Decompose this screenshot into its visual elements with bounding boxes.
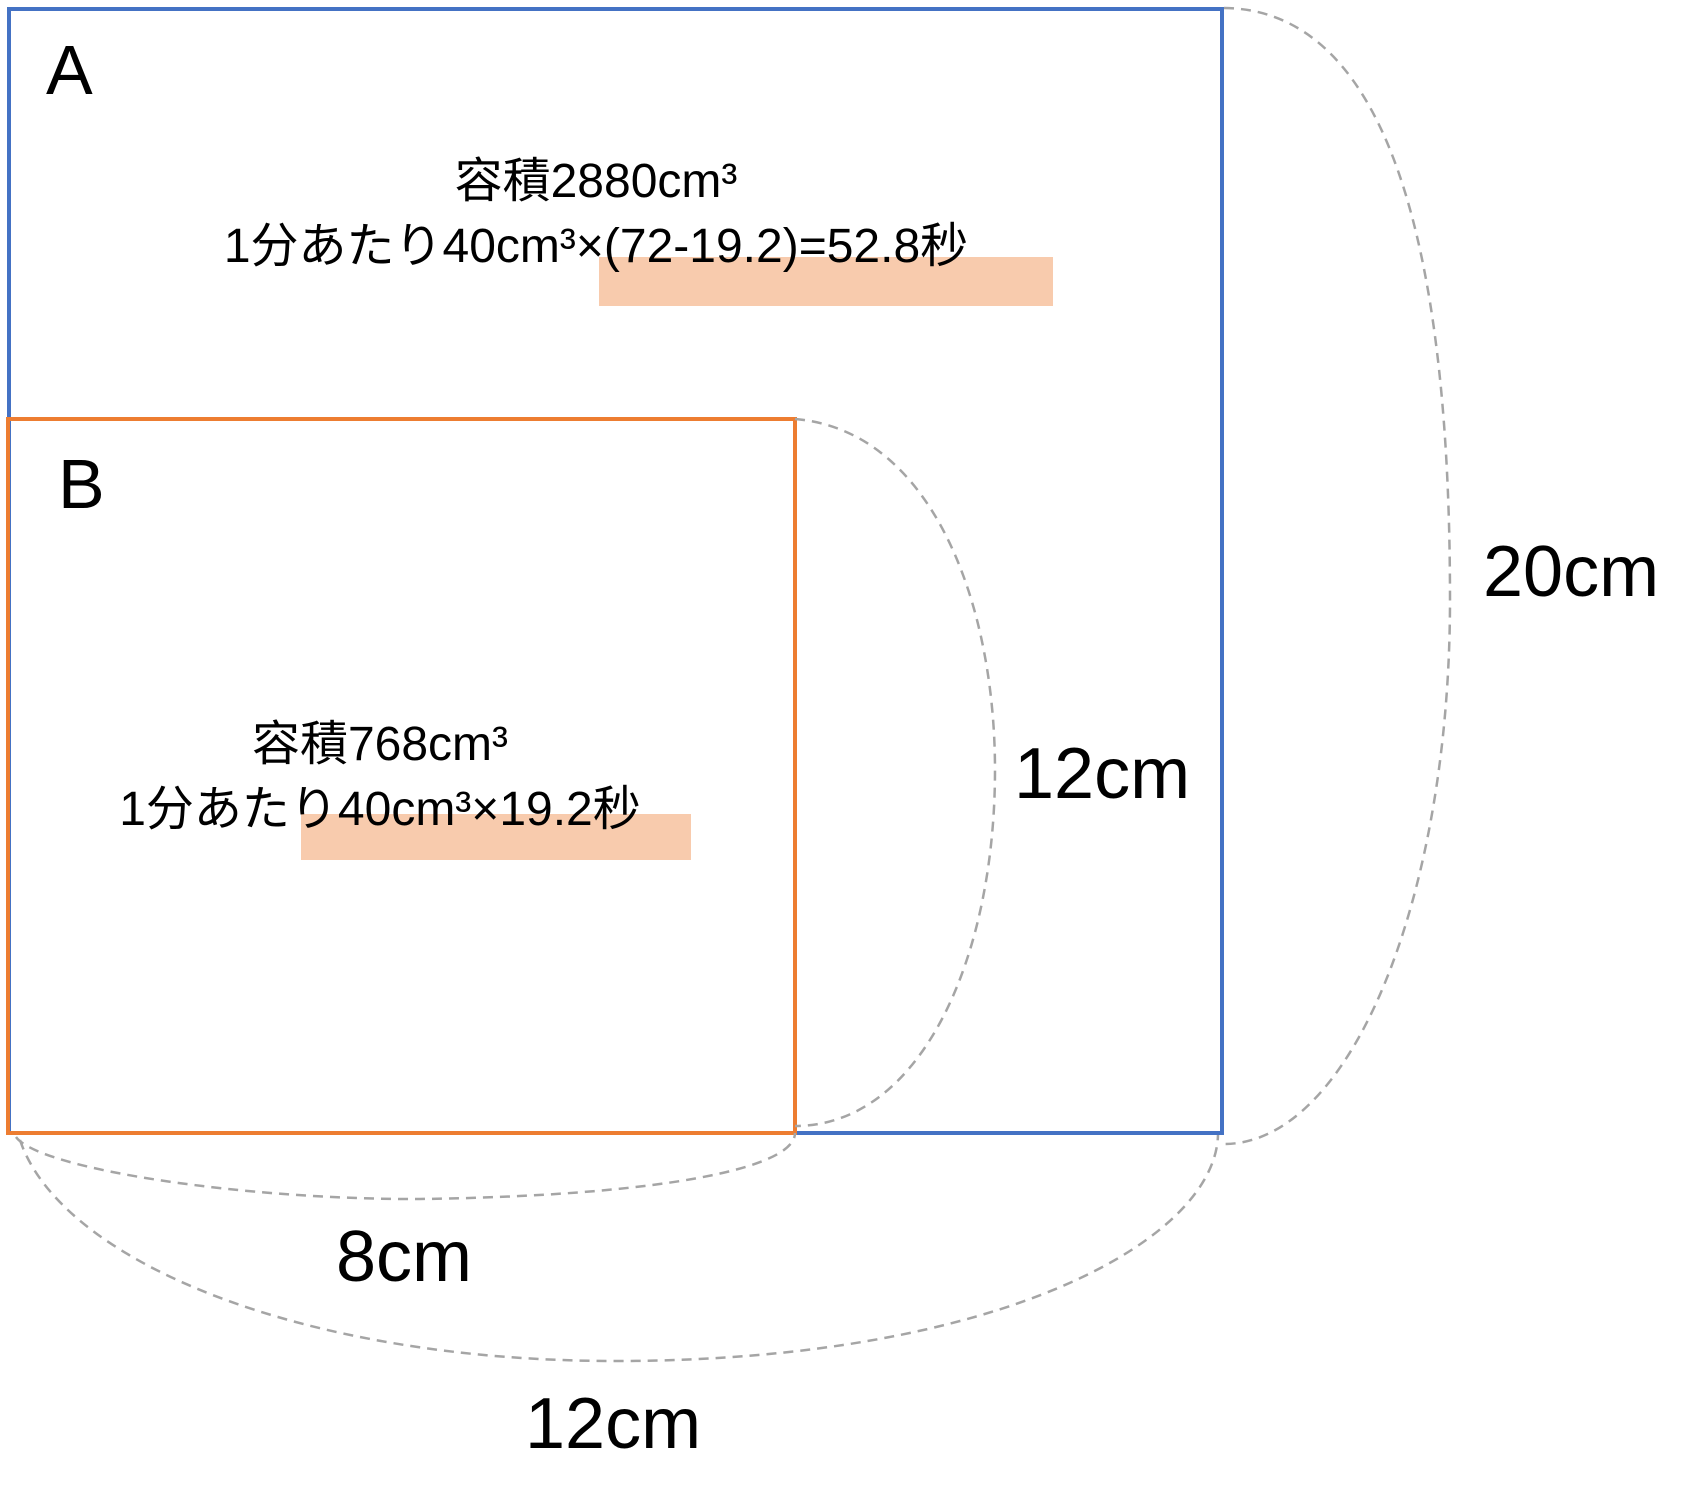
dimension-curve-b-height: [794, 417, 997, 1128]
box-b-label: B: [58, 445, 105, 523]
dimension-a-height: 20cm: [1483, 532, 1659, 612]
box-b-volume: 容積768cm³: [252, 718, 508, 771]
dimension-b-width: 8cm: [336, 1217, 472, 1297]
box-a-volume: 容積2880cm³: [455, 155, 738, 208]
box-a-rate: 1分あたり40cm³×(72-19.2)=52.8秒: [224, 220, 968, 273]
dimension-curve-a-width: [18, 1134, 1220, 1363]
dimension-a-width: 12cm: [525, 1384, 701, 1464]
highlight-b: [301, 814, 691, 860]
dimension-curve-b-width: [14, 1132, 797, 1201]
box-b: [6, 417, 797, 1135]
box-a-label: A: [46, 31, 93, 109]
dimension-curve-a-height: [1223, 6, 1452, 1146]
highlight-a: [599, 257, 1053, 306]
dimension-b-height: 12cm: [1014, 734, 1190, 814]
box-b-rate: 1分あたり40cm³×19.2秒: [119, 783, 641, 836]
